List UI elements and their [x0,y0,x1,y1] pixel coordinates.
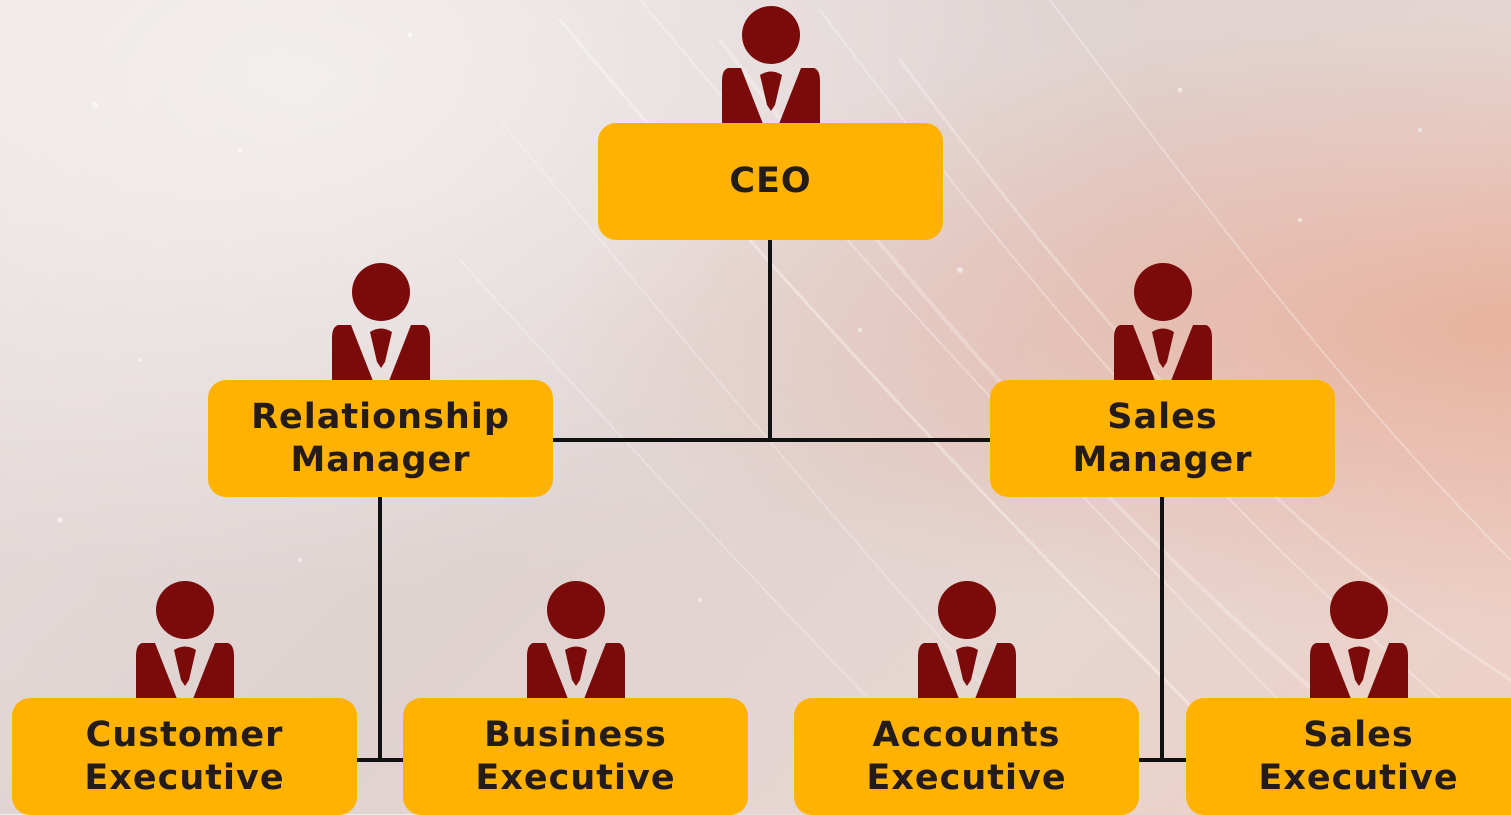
person-icon [1108,262,1218,390]
person-icon [521,580,631,708]
node-label-line: Executive [1258,757,1459,798]
person-icon [912,580,1022,708]
node-label-line: Business [484,714,667,755]
person-icon [130,580,240,708]
person-icon [1304,580,1414,708]
node-label-line: CEO [729,161,812,201]
node-label-line: Executive [84,757,285,798]
node-label-line: Accounts [872,714,1061,755]
node-label-line: Sales [1107,396,1218,437]
node-label-line: Customer [85,714,284,755]
node-label-line: Executive [475,757,676,798]
node-label-line: Sales [1303,714,1414,755]
node-label-line: Manager [1072,439,1253,480]
person-icon [326,262,436,390]
node-label-line: Manager [290,439,471,480]
node-label-line: Executive [866,757,1067,798]
node-label-box: CEO [598,123,943,240]
person-icon [716,5,826,133]
node-label-line: Relationship [251,396,510,437]
